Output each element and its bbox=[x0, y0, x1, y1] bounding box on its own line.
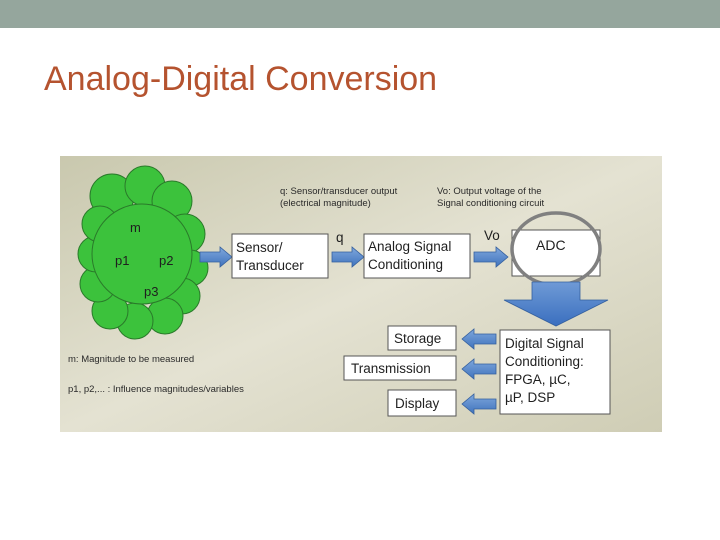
vo-note-line2: Signal conditioning circuit bbox=[437, 198, 545, 209]
display-box bbox=[387, 389, 457, 417]
storage-label: Storage bbox=[394, 331, 441, 346]
adc-box bbox=[511, 229, 601, 277]
analog-label-line2: Conditioning bbox=[368, 257, 443, 272]
slide-title: Analog-Digital Conversion bbox=[44, 60, 438, 98]
digital-label-line4: µP, DSP bbox=[505, 390, 555, 405]
slide-top-bar bbox=[0, 0, 720, 28]
vo-label: Vo bbox=[484, 228, 500, 243]
arrow-cloud-to-sensor bbox=[199, 246, 233, 268]
adc-label: ADC bbox=[536, 237, 566, 253]
q-note-line1: q: Sensor/transducer output bbox=[280, 186, 398, 197]
measurand-note: m: Magnitude to be measured bbox=[68, 354, 194, 365]
arrow-to-transmission bbox=[461, 358, 497, 380]
adc-block-diagram: m p1 p2 p3 Sensor/ Transducer q: Sensor/… bbox=[60, 156, 662, 432]
arrow-sensor-to-analog bbox=[331, 246, 365, 268]
digital-label-line2: Conditioning: bbox=[505, 354, 584, 369]
cloud-label-p3: p3 bbox=[144, 284, 158, 299]
transmission-label: Transmission bbox=[351, 361, 431, 376]
arrow-adc-to-digital bbox=[503, 281, 609, 327]
digital-label-line1: Digital Signal bbox=[505, 336, 584, 351]
cloud-label-m: m bbox=[130, 220, 141, 235]
digital-conditioning-box bbox=[499, 329, 611, 415]
sensor-label-line2: Transducer bbox=[236, 258, 304, 273]
analog-label-line1: Analog Signal bbox=[368, 239, 451, 254]
sensor-label-line1: Sensor/ bbox=[236, 240, 283, 255]
display-label: Display bbox=[395, 396, 440, 411]
cloud-label-p2: p2 bbox=[159, 253, 173, 268]
transmission-box bbox=[343, 355, 457, 381]
arrow-to-storage bbox=[461, 328, 497, 350]
arrow-to-display bbox=[461, 393, 497, 415]
digital-label-line3: FPGA, µC, bbox=[505, 372, 571, 387]
influence-note: p1, p2,... : Influence magnitudes/variab… bbox=[68, 384, 244, 395]
sensor-transducer-box bbox=[231, 233, 329, 279]
arrow-analog-to-adc bbox=[473, 246, 509, 268]
q-note-line2: (electrical magnitude) bbox=[280, 198, 371, 209]
cloud-label-p1: p1 bbox=[115, 253, 129, 268]
analog-conditioning-box bbox=[363, 233, 471, 279]
q-label: q bbox=[336, 230, 344, 245]
vo-note-line1: Vo: Output voltage of the bbox=[437, 186, 542, 197]
storage-box bbox=[387, 325, 457, 351]
measurand-cloud: m p1 p2 p3 bbox=[77, 165, 209, 340]
